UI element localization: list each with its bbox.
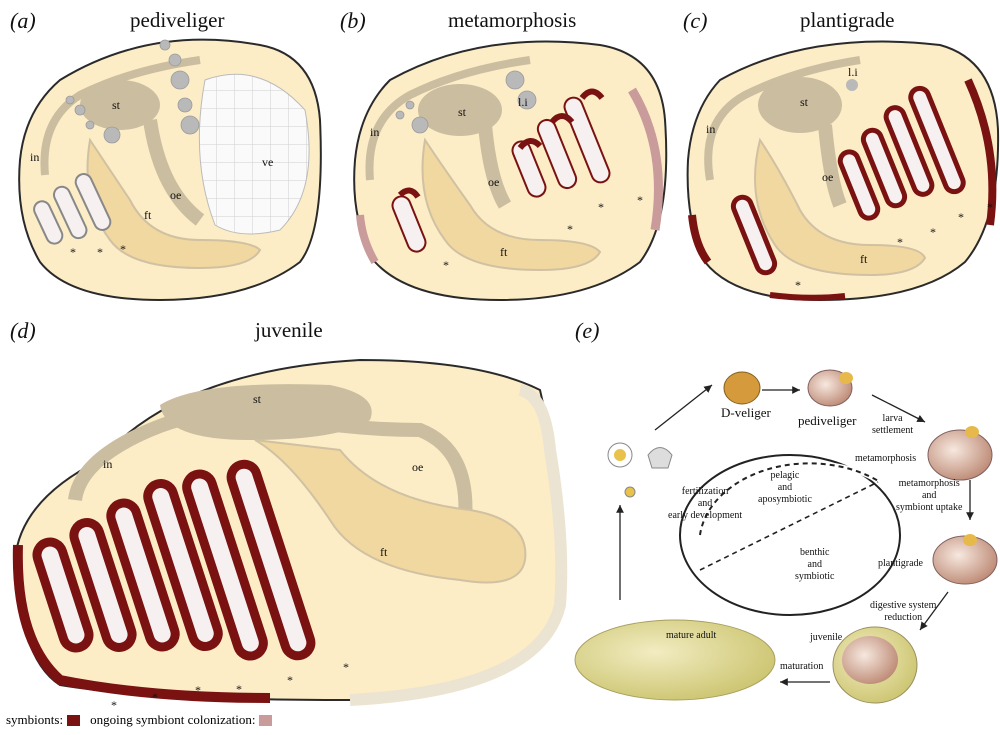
panel-d-letter: (d) [10, 318, 36, 344]
e-label-metamorphosis-uptake: metamorphosis and symbiont uptake [896, 478, 962, 514]
c-label-oe: oe [822, 170, 833, 185]
arrow-1 [655, 385, 712, 430]
c-star: * [795, 278, 801, 293]
e-label-benthic: benthic and symbiotic [795, 547, 834, 583]
legend-symbionts-swatch [67, 715, 80, 726]
c-star: * [897, 235, 903, 250]
panel-a-letter: (a) [10, 8, 36, 34]
a-star: * [120, 242, 126, 257]
a-star: * [70, 245, 76, 260]
e-label-settlement: larva settlement [872, 413, 913, 437]
legend-ongoing-label: ongoing symbiont colonization: [90, 712, 255, 728]
panel-b-title: metamorphosis [448, 8, 576, 33]
e-label-metamorphosis: metamorphosis [855, 453, 916, 465]
d-star: * [236, 682, 242, 697]
b-star: * [443, 258, 449, 273]
e-label-juvenile: juvenile [810, 632, 842, 644]
panel-c-granule [846, 79, 858, 91]
gamete-icon [625, 487, 635, 497]
d-star: * [195, 683, 201, 698]
b-star: * [567, 222, 573, 237]
settlement-shell [928, 430, 992, 480]
e-label-pelagic: pelagic and aposymbiotic [758, 470, 812, 506]
b-label-oe: oe [488, 175, 499, 190]
panel-a-velum [199, 74, 309, 234]
d-label-in: in [103, 457, 112, 472]
legend: symbionts: ongoing symbiont colonization… [6, 712, 272, 728]
c-star: * [987, 200, 993, 215]
a-label-ft: ft [144, 208, 151, 223]
legend-ongoing-swatch [259, 715, 272, 726]
b-label-st: st [458, 105, 466, 120]
a-star: * [97, 245, 103, 260]
panel-b-diagram [354, 42, 666, 300]
panel-a-diagram [19, 40, 321, 300]
d-label-st: st [253, 392, 261, 407]
d-star: * [287, 673, 293, 688]
d-star: * [152, 690, 158, 705]
panel-c-title: plantigrade [800, 8, 894, 33]
c-label-in: in [706, 122, 715, 137]
b-star: * [598, 200, 604, 215]
panel-e-letter: (e) [575, 318, 599, 344]
b-label-in: in [370, 125, 379, 140]
e-label-maturation: maturation [780, 661, 823, 673]
a-label-oe: oe [170, 188, 181, 203]
e-label-plantigrade: plantigrade [878, 558, 923, 570]
e-label-pediveliger: pediveliger [798, 413, 856, 429]
larva-icon [648, 448, 672, 469]
d-label-oe: oe [412, 460, 423, 475]
legend-symbionts-label: symbionts: [6, 712, 63, 728]
e-label-d-veliger: D-veliger [721, 405, 771, 421]
d-veliger-shell [724, 372, 760, 404]
c-star: * [930, 225, 936, 240]
panel-c-letter: (c) [683, 8, 707, 34]
b-star: * [637, 193, 643, 208]
e-label-digestive: digestive system reduction [870, 600, 936, 624]
d-label-ft: ft [380, 545, 387, 560]
c-star: * [958, 210, 964, 225]
d-star: * [111, 698, 117, 713]
e-label-fertilization: fertilization and early development [668, 486, 742, 522]
c-label-st: st [800, 95, 808, 110]
d-star: * [343, 660, 349, 675]
panel-d-stomach [160, 384, 372, 440]
b-label-li: l.i [518, 95, 528, 110]
a-label-st: st [112, 98, 120, 113]
panel-b-letter: (b) [340, 8, 366, 34]
a-label-in: in [30, 150, 39, 165]
c-label-ft: ft [860, 252, 867, 267]
a-label-ve: ve [262, 155, 273, 170]
c-label-li: l.i [848, 65, 858, 80]
panel-e-lifecycle [575, 370, 997, 703]
b-label-ft: ft [500, 245, 507, 260]
panel-c-symbiont-edge-3 [770, 295, 845, 298]
panel-a-title: pediveliger [130, 8, 224, 33]
panel-d-title: juvenile [255, 318, 323, 343]
panel-c-diagram [688, 42, 998, 300]
panel-d-diagram [15, 360, 563, 700]
e-label-mature-adult: mature adult [666, 630, 716, 642]
